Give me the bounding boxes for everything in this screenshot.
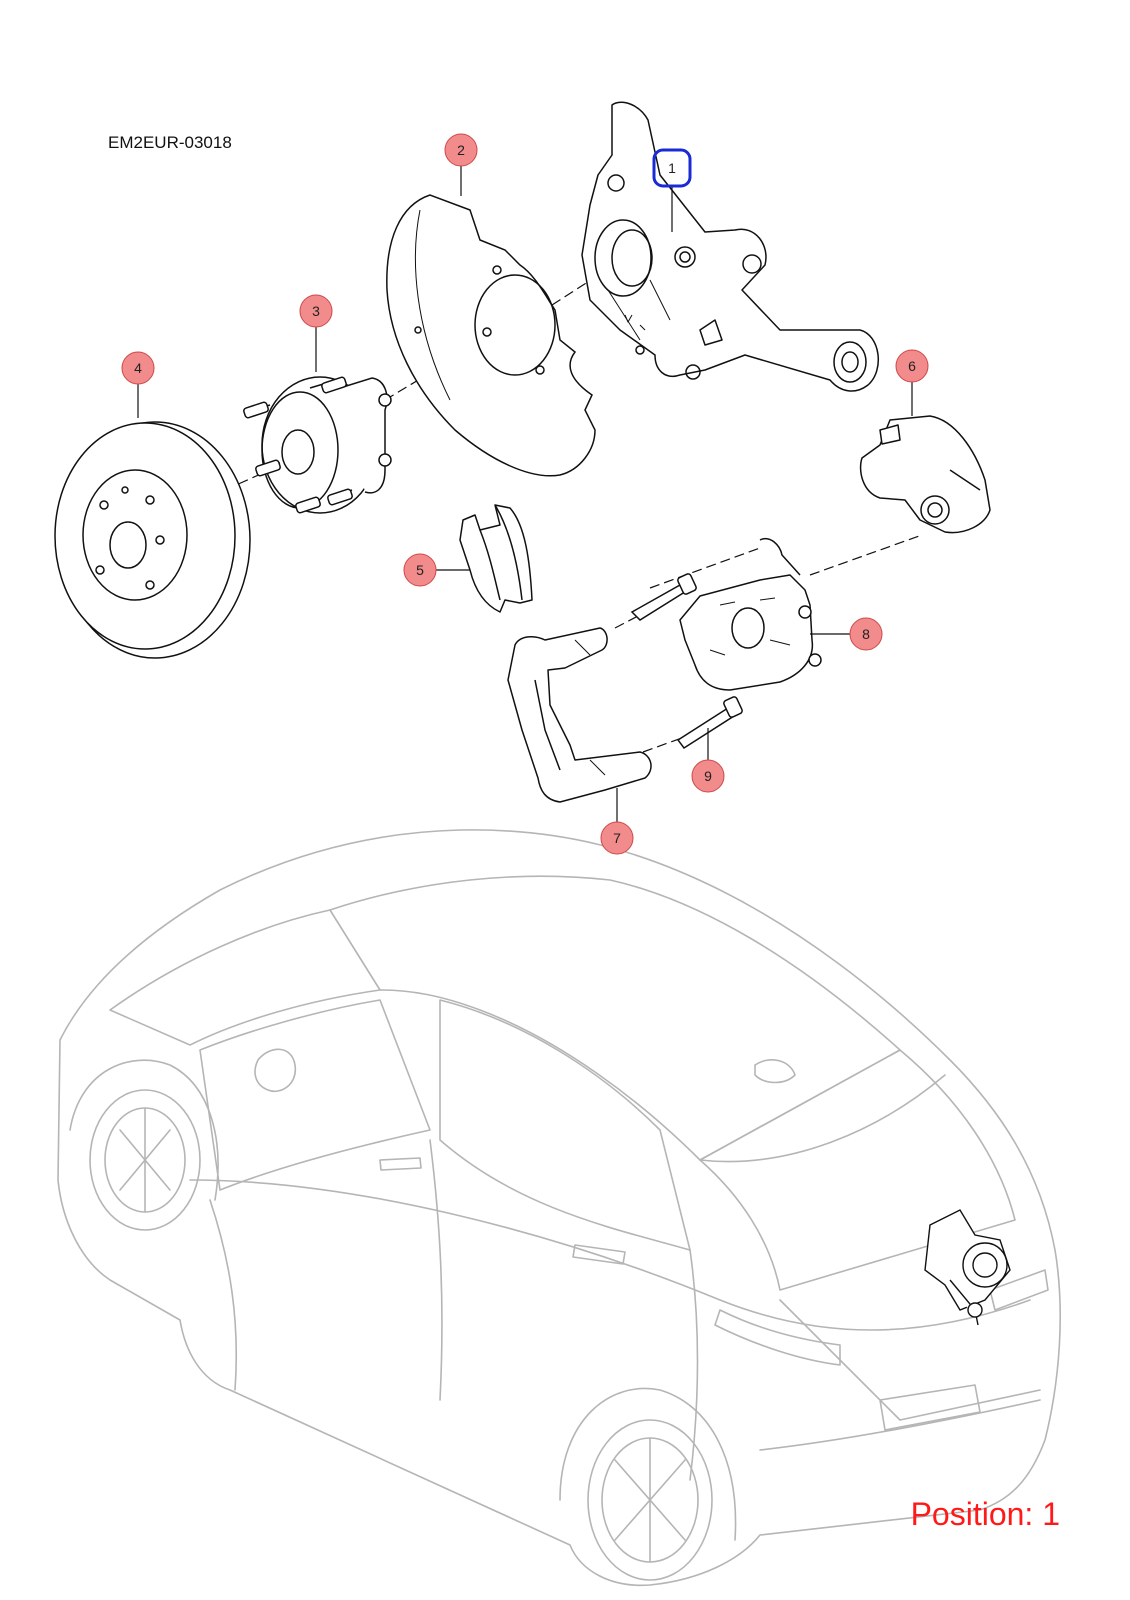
position-label: Position: 1 <box>910 1496 1060 1532</box>
callout-number: 3 <box>312 303 320 319</box>
callout-2[interactable]: 2 <box>444 133 478 167</box>
callout-number: 7 <box>613 830 621 846</box>
callout-number: 8 <box>862 626 870 642</box>
callout-1[interactable]: 1 <box>652 148 692 188</box>
brake-disc-drawing <box>54 421 251 659</box>
brake-pad-drawing <box>459 504 533 613</box>
guide-pins-drawing <box>630 573 743 750</box>
callout-6[interactable]: 6 <box>895 349 929 383</box>
callout-number: 2 <box>457 142 465 158</box>
callout-number: 5 <box>416 562 424 578</box>
callout-number: 6 <box>908 358 916 374</box>
knuckle-location-highlight <box>924 1209 1011 1326</box>
steering-knuckle-drawing <box>581 101 879 392</box>
callout-4[interactable]: 4 <box>121 351 155 385</box>
callout-number: 4 <box>134 360 142 376</box>
caliper-motor-drawing <box>859 415 991 534</box>
callout-3[interactable]: 3 <box>299 294 333 328</box>
callout-5[interactable]: 5 <box>403 553 437 587</box>
caliper-body-drawing <box>679 538 822 691</box>
dust-shield-drawing <box>386 194 596 477</box>
callout-number: 1 <box>668 160 676 176</box>
callout-8[interactable]: 8 <box>849 617 883 651</box>
callout-leaders <box>137 166 913 822</box>
selected-marker <box>652 148 692 188</box>
diagram-code: EM2EUR-03018 <box>108 133 232 152</box>
caliper-bracket-drawing <box>507 627 652 803</box>
callout-9[interactable]: 9 <box>691 759 725 793</box>
callout-number: 9 <box>704 768 712 784</box>
callout-7[interactable]: 7 <box>600 821 634 855</box>
wheel-hub-drawing <box>243 376 392 514</box>
vehicle-outline <box>57 829 1062 1587</box>
